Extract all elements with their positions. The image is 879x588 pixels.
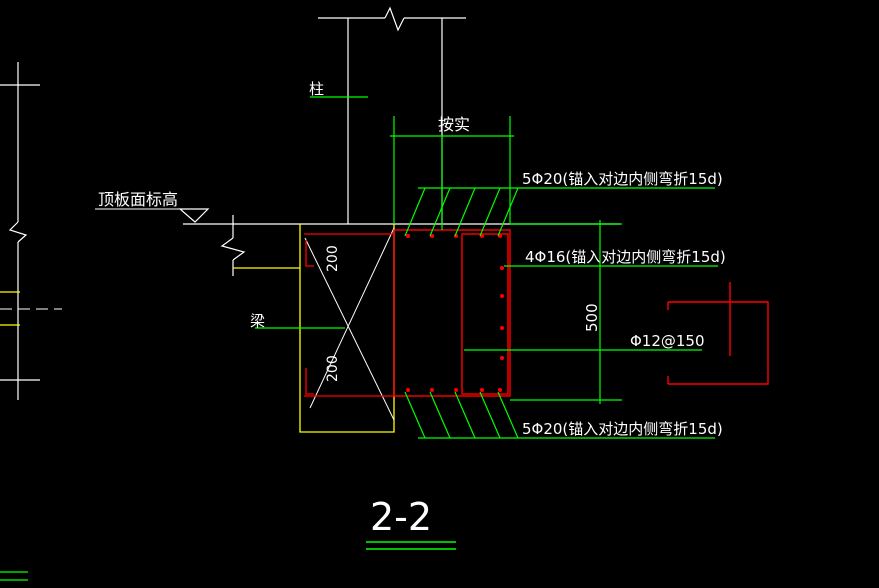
stirrup-label: Φ12@150 bbox=[630, 332, 705, 350]
left-column-stub bbox=[0, 62, 40, 400]
left-yellow-lines bbox=[0, 291, 20, 326]
slab-elevation-label: 顶板面标高 bbox=[98, 190, 178, 209]
elevation-triangle-icon bbox=[178, 208, 210, 223]
depth-dimension bbox=[510, 220, 622, 404]
top-rebar-label: 5Φ20(锚入对边内侧弯折15d) bbox=[522, 170, 723, 188]
bottom-left-marks bbox=[0, 571, 28, 581]
depth-label: 500 bbox=[583, 303, 601, 332]
stirrup-detail bbox=[667, 282, 769, 385]
dim-label-top: 200 bbox=[325, 245, 341, 272]
as-actual-label: 按实 bbox=[438, 115, 470, 134]
column-label: 柱 bbox=[309, 80, 324, 98]
bottom-rebar-leaders bbox=[404, 391, 715, 439]
beam-diagonals bbox=[304, 227, 395, 421]
top-rebar-leaders bbox=[404, 187, 715, 237]
section-title-underline bbox=[366, 541, 456, 550]
rebar-cage bbox=[393, 229, 511, 397]
rebar-dots-bottom bbox=[406, 388, 502, 392]
section-title: 2-2 bbox=[370, 495, 432, 539]
dim-label-bottom: 200 bbox=[325, 355, 341, 382]
beam-hook-marks bbox=[304, 233, 394, 397]
beam-label: 梁 bbox=[250, 312, 265, 330]
rebar-dots-side bbox=[500, 266, 504, 360]
side-rebar-label: 4Φ16(锚入对边内侧弯折15d) bbox=[525, 248, 726, 266]
bottom-rebar-label: 5Φ20(锚入对边内侧弯折15d) bbox=[522, 420, 723, 438]
